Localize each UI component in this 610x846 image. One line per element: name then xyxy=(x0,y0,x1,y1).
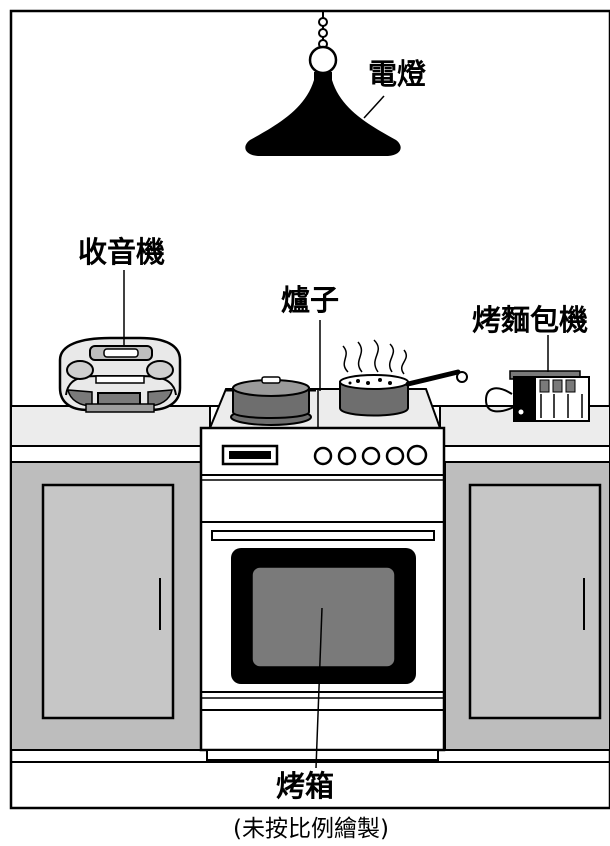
label-lamp: 電燈 xyxy=(368,57,426,91)
pendant-lamp-icon xyxy=(245,12,401,156)
cabinet-left xyxy=(10,461,202,751)
oven-pointer xyxy=(315,607,323,769)
label-stove: 爐子 xyxy=(281,283,339,317)
label-toaster: 烤麵包機 xyxy=(472,303,588,337)
cooking-pot-icon xyxy=(226,376,316,426)
scale-note: (未按比例繪製) xyxy=(233,816,389,842)
stove-oven-icon xyxy=(199,388,446,761)
label-oven: 烤箱 xyxy=(276,769,334,803)
lamp-pointer xyxy=(363,95,385,119)
radio-cassette-icon xyxy=(58,336,182,413)
counter-left xyxy=(10,405,211,463)
boiling-saucepan-icon xyxy=(339,339,468,417)
label-radio: 收音機 xyxy=(78,235,165,269)
cabinet-right xyxy=(444,461,610,751)
toaster-icon xyxy=(484,370,590,422)
